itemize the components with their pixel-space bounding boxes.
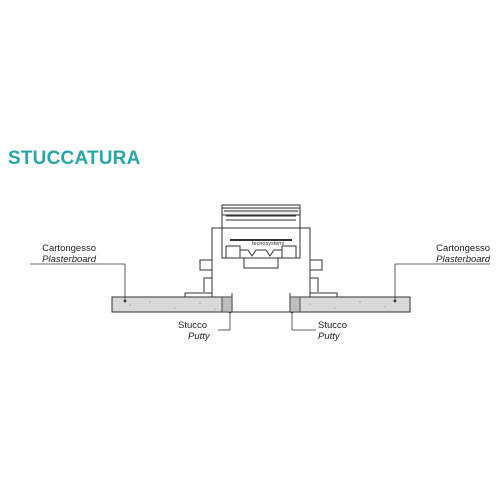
aluminium-profile: [184, 204, 338, 313]
putty-left: [221, 296, 233, 313]
label-en: Putty: [188, 330, 210, 342]
label-plasterboard-right: Cartongesso Plasterboard: [420, 243, 490, 265]
label-it: Cartongesso: [436, 243, 490, 254]
profile-brand: tecnosystemi: [252, 241, 284, 247]
putty-right: [289, 296, 301, 313]
label-en: Plasterboard: [42, 253, 96, 265]
label-putty-right: Stucco Putty: [318, 320, 358, 342]
label-plasterboard-left: Cartongesso Plasterboard: [38, 243, 96, 265]
label-en: Plasterboard: [436, 253, 490, 265]
page-title: STUCCATURA: [8, 148, 141, 169]
label-en: Putty: [318, 330, 340, 342]
label-putty-left: Stucco Putty: [178, 320, 218, 342]
label-it: Stucco: [318, 320, 348, 331]
label-it: Stucco: [178, 320, 208, 331]
label-it: Cartongesso: [42, 243, 96, 254]
